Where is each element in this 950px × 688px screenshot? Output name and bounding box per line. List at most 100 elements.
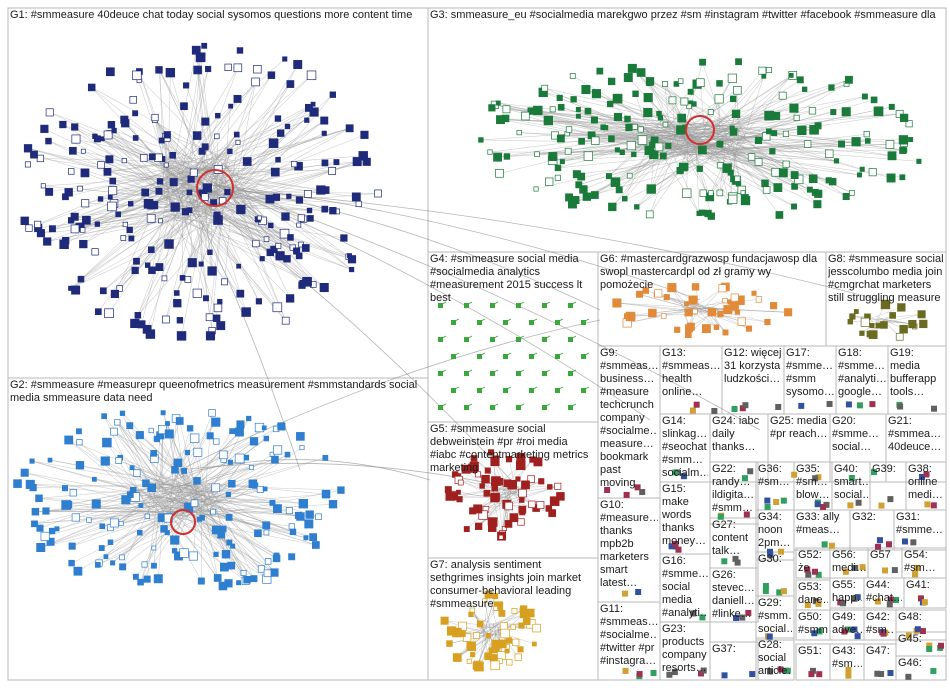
group-label-g7: G7: analysis sentiment sethgrimes insigh… (430, 559, 596, 611)
node (214, 304, 222, 312)
node (622, 196, 627, 201)
node (664, 294, 669, 299)
node (592, 137, 600, 145)
node (130, 96, 137, 103)
node (306, 511, 314, 519)
node (764, 498, 770, 504)
node (123, 222, 128, 227)
node (783, 161, 789, 167)
node (492, 640, 500, 648)
node (115, 420, 120, 425)
node (133, 470, 140, 477)
node (616, 187, 622, 193)
node (728, 74, 736, 82)
node (765, 504, 771, 510)
node (464, 371, 469, 376)
node (848, 319, 853, 324)
node (480, 484, 485, 489)
node (322, 206, 328, 212)
node (892, 567, 898, 573)
node (190, 434, 199, 443)
node (254, 65, 262, 73)
node (257, 216, 261, 220)
node (194, 448, 202, 456)
node (177, 332, 186, 341)
node (41, 532, 49, 540)
node (282, 213, 290, 221)
node (218, 531, 225, 538)
node (286, 507, 292, 513)
node (749, 671, 755, 677)
node (728, 195, 737, 204)
group-label-g8: G8: #smmeasure social jesscolumbo media … (828, 253, 944, 305)
node (159, 138, 164, 143)
node (842, 108, 850, 116)
node (110, 178, 116, 184)
node (285, 124, 290, 129)
node (477, 354, 482, 359)
node (815, 123, 821, 129)
node (95, 222, 100, 227)
node (492, 485, 498, 491)
node (229, 104, 233, 108)
node (296, 197, 302, 203)
node (76, 429, 81, 434)
node (816, 671, 822, 677)
node (438, 337, 443, 342)
node (902, 148, 907, 153)
node (655, 143, 663, 151)
node (583, 193, 591, 201)
node (546, 506, 552, 512)
node (506, 638, 512, 644)
node (170, 152, 176, 158)
node (349, 267, 353, 271)
group-label-g38: G38: online medi… (908, 463, 944, 502)
node (620, 150, 625, 155)
node (634, 205, 639, 210)
node (300, 280, 305, 285)
node (323, 455, 328, 460)
node (69, 543, 75, 549)
node (606, 173, 611, 178)
node (25, 162, 30, 167)
node (454, 654, 462, 662)
node (728, 170, 733, 175)
node (888, 152, 896, 160)
cluster-g4 (438, 302, 589, 410)
node (845, 76, 852, 83)
node (766, 129, 771, 134)
node (106, 68, 114, 76)
node (288, 234, 294, 240)
node (363, 158, 370, 165)
node (488, 150, 492, 154)
node (730, 126, 734, 130)
node (772, 130, 777, 135)
node (264, 237, 269, 242)
group-label-g15: G15: make words thanks money… (662, 483, 708, 548)
node (202, 144, 208, 150)
node (576, 114, 580, 118)
node (900, 325, 908, 333)
node (257, 486, 263, 492)
group-label-g33: G33: ally #meas… (796, 511, 848, 537)
node (253, 240, 260, 247)
node (152, 114, 158, 120)
node (459, 631, 465, 637)
node (322, 131, 326, 135)
node (102, 414, 107, 419)
node (353, 157, 361, 165)
node (608, 136, 614, 142)
node (203, 296, 208, 301)
node (877, 537, 883, 543)
node (69, 147, 76, 154)
node (467, 642, 476, 651)
node (158, 219, 162, 223)
node (102, 438, 111, 447)
node (65, 188, 73, 196)
node (809, 108, 816, 115)
node (870, 323, 874, 327)
node (717, 80, 723, 86)
node (475, 523, 482, 530)
node (491, 661, 500, 670)
node (674, 327, 679, 332)
